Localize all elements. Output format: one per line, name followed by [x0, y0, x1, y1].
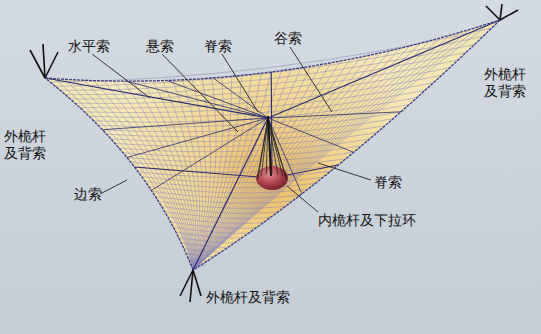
grid-line — [65, 79, 193, 270]
hanging-cable — [261, 118, 268, 176]
grid-line — [102, 118, 268, 130]
part-label: 悬索 — [146, 38, 174, 55]
membrane-grid — [50, 23, 491, 270]
grid-line — [268, 20, 500, 118]
leader-line — [92, 47, 371, 212]
grid-line — [193, 59, 351, 270]
grid-line — [193, 61, 341, 270]
cables — [45, 20, 500, 270]
outer-mast — [30, 4, 518, 302]
grid-line — [74, 80, 193, 270]
grid-line — [193, 26, 480, 270]
grid-line — [151, 118, 268, 190]
membrane-surface — [45, 20, 500, 270]
part-label: 边索 — [74, 186, 102, 203]
grid-line — [94, 98, 417, 123]
part-label: 外桅杆及背索 — [206, 289, 290, 306]
part-label: 水平索 — [68, 38, 110, 55]
grid-line — [123, 146, 361, 157]
inner-mast — [268, 116, 271, 176]
grid-line — [135, 167, 273, 178]
grid-line — [193, 118, 268, 270]
grid-line — [193, 63, 331, 270]
grid-line — [167, 80, 268, 118]
grid-line — [94, 81, 193, 270]
part-label: 内桅杆及下拉环 — [318, 212, 416, 229]
grid-line — [193, 55, 370, 270]
grid-line — [55, 79, 193, 270]
grid-line — [45, 78, 268, 118]
grid-line — [104, 81, 193, 270]
grid-line — [268, 112, 401, 118]
part-label: 外桅杆及背索 — [484, 66, 528, 100]
grid-line — [163, 81, 198, 270]
hanging-cables — [257, 118, 287, 180]
grid-line — [193, 32, 460, 270]
grid-line — [193, 46, 410, 270]
edge-cable — [45, 78, 193, 270]
grid-line — [133, 81, 194, 270]
grid-line — [193, 51, 390, 270]
grid-line — [143, 81, 195, 270]
grid-line — [193, 69, 291, 270]
grid-line — [127, 118, 268, 157]
grid-line — [126, 81, 268, 118]
part-label: 脊索 — [204, 38, 232, 55]
part-label: 脊索 — [374, 174, 402, 191]
hanging-cable — [257, 118, 268, 180]
grid-line — [193, 48, 400, 270]
part-label: 谷索 — [274, 30, 302, 47]
grid-line — [192, 79, 206, 270]
edge-cable — [45, 20, 500, 81]
grid-line — [182, 80, 202, 270]
edge-cable — [193, 20, 500, 270]
grid-line — [193, 53, 380, 270]
part-label: 外桅杆及背索 — [4, 128, 48, 162]
